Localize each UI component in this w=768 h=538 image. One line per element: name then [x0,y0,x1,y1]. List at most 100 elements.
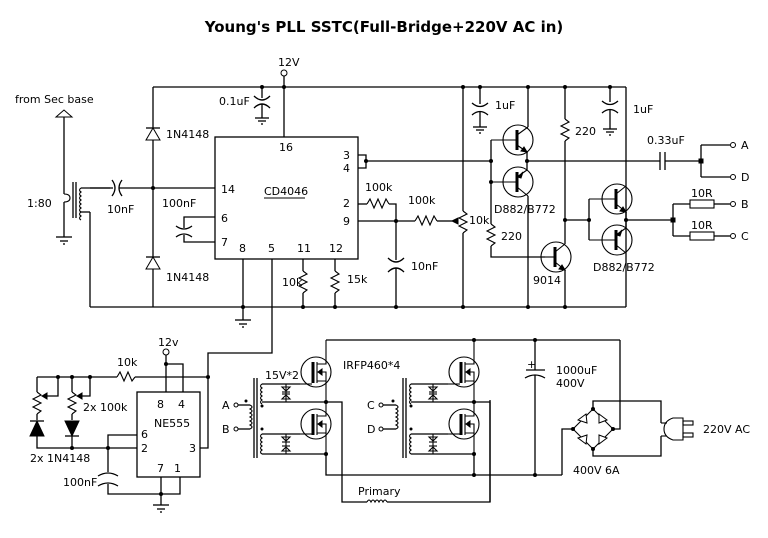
gdt1-secondary-top [259,383,263,405]
gdt2-primary-coil [394,404,399,430]
label-12v: 12V [278,56,300,69]
potentiometer-10k [457,210,469,234]
terminal-d [730,174,736,180]
label-12v-555: 12v [158,336,179,349]
pin-11: 11 [297,242,311,255]
supply-terminal-12v-555 [162,348,170,356]
primary-coil [366,499,388,504]
label-220-mid: 220 [501,230,522,243]
label-100nf-555: 100nF [63,476,97,489]
label-out-a: A [741,139,749,152]
ne555-pin-6: 6 [141,428,148,441]
capacitor-100nf-vco [175,216,215,243]
label-400v: 400V [556,377,585,390]
potentiometer-100k-a [31,391,43,415]
gdt2-secondary-top [408,383,412,405]
label-0-33uf: 0.33uF [647,134,685,147]
label-100k-b: 100k [408,194,436,207]
resistor-220-mid [485,223,497,247]
pin-2: 2 [343,197,350,210]
label-15v-x2: 15V*2 [265,369,299,382]
label-1uf-b: 1uF [633,103,653,116]
bridge-rectifier [572,408,614,450]
plus-sign: + [527,358,536,371]
mosfet-irfp460-2 [300,402,332,454]
ground-icon [153,504,169,513]
label-primary: Primary [358,485,401,498]
label-2x-1n4148: 2x 1N4148 [30,452,90,465]
ct-secondary-coil [78,187,82,221]
label-diode-top: 1N4148 [166,128,209,141]
pin-12: 12 [329,242,343,255]
terminal-c [730,233,736,239]
gdt1-secondary-bottom [259,433,263,455]
label-10k-pin11: 10k [282,276,303,289]
label-out-d: D [741,171,749,184]
pin-6: 6 [221,212,228,225]
resistor-15k-pin12 [329,270,341,294]
pin-5: 5 [268,242,275,255]
pin-7: 7 [221,236,228,249]
label-gdt-b: B [222,423,230,436]
resistor-100k-pin2 [366,197,390,210]
pin-8: 8 [239,242,246,255]
label-100k-a: 100k [365,181,393,194]
mosfet-irfp460-1 [300,340,332,402]
schematic-title: Young's PLL SSTC(Full-Bridge+220V AC in) [204,18,564,36]
zener-pair-2 [280,434,292,454]
label-cd4046: CD4046 [264,185,308,198]
label-9014: 9014 [533,274,561,287]
gdt2-secondary-bottom [408,433,412,455]
ne555-pin-2: 2 [141,442,148,455]
label-100nf-vco: 100nF [162,197,196,210]
label-15k-pin12: 15k [347,273,368,286]
resistor-10k-pin11 [297,270,309,294]
zener-pair-3 [427,384,439,402]
label-diode-bottom: 1N4148 [166,271,209,284]
label-1uf-a: 1uF [495,99,515,112]
label-bridge-400v-6a: 400V 6A [573,464,620,477]
diode-1n4148-bottom [145,256,161,270]
ne555-pin-7: 7 [157,462,164,475]
ground-icon [56,236,72,245]
label-220-top: 220 [575,125,596,138]
transistor-npn-d882-b [589,183,633,215]
ground-icon [235,319,251,328]
capacitor-0-1uf [253,85,271,125]
pin-14: 14 [221,183,235,196]
transistor-npn-d882-a [491,124,534,156]
label-10r-c: 10R [691,219,713,232]
zener-pair-4 [427,434,439,454]
label-2x-100k: 2x 100k [83,401,128,414]
ct-primary-turn [63,193,71,203]
zener-pair-1 [280,384,292,402]
ne555-pin-4: 4 [178,398,185,411]
gdt1-primary-coil [248,404,253,430]
label-ne555: NE555 [154,417,190,430]
label-10nf-filter: 10nF [411,260,438,273]
resistor-10r-b [689,199,715,209]
supply-terminal-12v [280,69,288,77]
label-out-b: B [741,198,749,211]
transistor-9014 [540,241,572,273]
label-10nf-input: 10nF [107,203,134,216]
ne555-pin-1: 1 [174,462,181,475]
transistor-pnp-b772-b [589,224,633,256]
input-arrow-icon [54,109,74,118]
pin-9: 9 [343,215,350,228]
resistor-10r-c [689,231,715,241]
label-10r-b: 10R [691,187,713,200]
label-irfp460: IRFP460*4 [343,359,400,372]
mosfet-irfp460-4 [448,402,480,454]
capacitor-10nf-input [90,179,215,197]
label-gdt-c: C [367,399,375,412]
label-q-pair-1: D882/B772 [494,203,556,216]
label-q-pair-2: D882/B772 [593,261,655,274]
label-10k-555: 10k [117,356,138,369]
ne555-pin-3: 3 [189,442,196,455]
diode-1n4148-a [29,419,45,437]
label-220v-ac: 220V AC [703,423,750,436]
transistor-pnp-b772-a [491,166,534,198]
label-pot-10k: 10k [469,214,490,227]
resistor-220-top [559,118,571,142]
